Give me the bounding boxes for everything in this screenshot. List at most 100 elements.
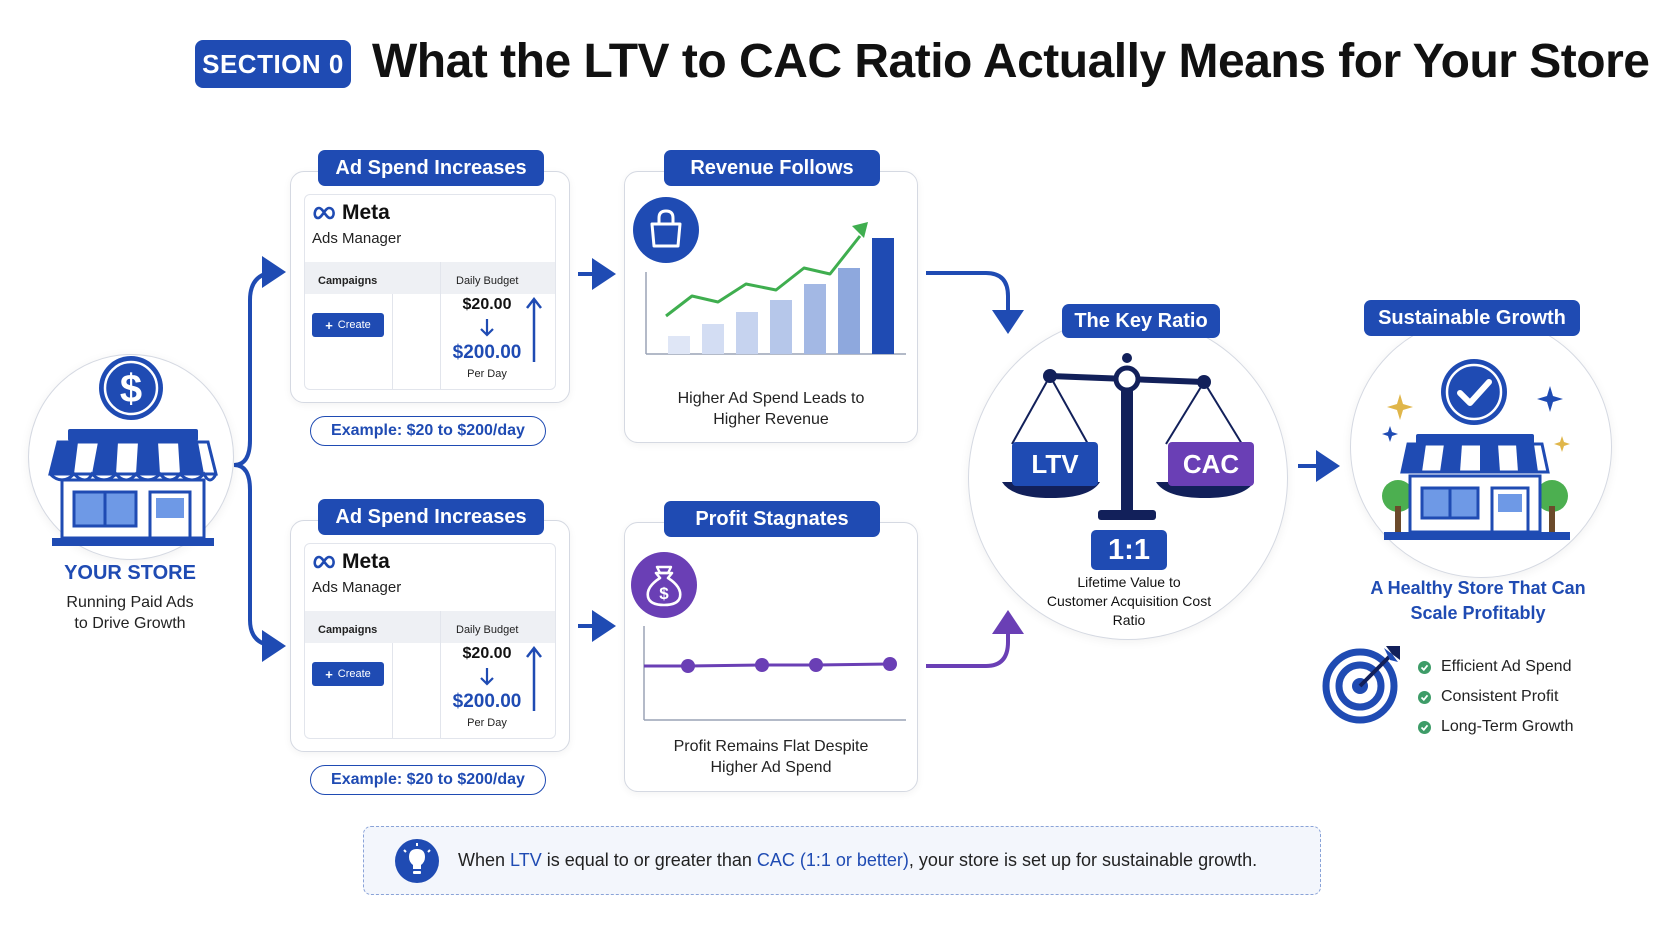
- top-example-pill: Example: $20 to $200/day: [310, 416, 546, 446]
- top-meta-brand: Meta: [342, 201, 390, 224]
- plus-icon: +: [325, 317, 333, 333]
- bottom-budget-down-arrow-icon: [480, 668, 494, 686]
- bottom-meta-product: Ads Manager: [312, 579, 402, 596]
- tip-ltv: LTV: [510, 850, 542, 870]
- bottom-per-day: Per Day: [467, 717, 507, 729]
- top-grid-divider: [440, 262, 441, 389]
- meta-infinity-icon: [313, 555, 335, 569]
- arrow-profit-to-ratio: [926, 610, 1024, 668]
- revenue-growth-chart: [645, 222, 906, 355]
- profit-title: Profit Stagnates: [664, 501, 880, 537]
- store-branch-arrow-top: [233, 256, 286, 467]
- top-col-campaigns: Campaigns: [318, 275, 378, 287]
- svg-text:$: $: [659, 584, 669, 603]
- check-icon: [1418, 690, 1431, 704]
- revenue-bar: [702, 324, 724, 354]
- tip-box: When LTV is equal to or greater than CAC…: [363, 826, 1321, 895]
- top-grid-divider-2: [392, 294, 393, 389]
- arrow-revenue-to-ratio: [926, 271, 1024, 334]
- tip-cac-rule: CAC (1:1 or better): [756, 850, 909, 870]
- bottom-create-button[interactable]: + Create: [312, 662, 384, 686]
- top-col-daily-budget: Daily Budget: [456, 275, 519, 287]
- check-item-efficient-ad-spend: Efficient Ad Spend: [1418, 652, 1574, 682]
- shopping-bag-icon: [633, 197, 699, 263]
- growth-headline-line1: A Healthy Store That Can: [1370, 578, 1586, 598]
- tip-text: When LTV is equal to or greater than CAC…: [458, 850, 1257, 871]
- check-label-3: Long-Term Growth: [1441, 718, 1574, 735]
- top-grid-header: [305, 262, 555, 294]
- ratio-caption-line3: Ratio: [1112, 612, 1146, 628]
- tip-part2: is equal to or greater than: [541, 850, 757, 870]
- top-increase-up-arrow-icon: [526, 296, 542, 362]
- bottom-budget-from: $20.00: [462, 645, 512, 662]
- svg-text:$: $: [120, 367, 142, 411]
- store-branch-arrow-bottom: [233, 463, 286, 662]
- profit-point: [755, 658, 769, 672]
- revenue-bar: [668, 336, 690, 354]
- bottom-col-daily-budget: Daily Budget: [456, 624, 519, 636]
- top-budget-to: $200.00: [452, 342, 522, 363]
- store-subtitle-line1: Running Paid Ads: [66, 594, 194, 611]
- top-meta-product: Ads Manager: [312, 230, 402, 247]
- ratio-caption: Lifetime Value to Customer Acquisition C…: [1034, 573, 1224, 630]
- revenue-caption: Higher Ad Spend Leads to Higher Revenue: [640, 388, 902, 430]
- growth-headline-line2: Scale Profitably: [1410, 603, 1546, 623]
- money-bag-icon: $: [631, 552, 697, 618]
- ratio-caption-line2: Customer Acquisition Cost: [1046, 593, 1212, 609]
- section-badge: SECTION 0: [195, 40, 351, 88]
- growth-checklist: Efficient Ad Spend Consistent Profit Lon…: [1418, 652, 1574, 742]
- top-per-day: Per Day: [467, 368, 507, 380]
- bottom-meta-brand: Meta: [342, 550, 390, 573]
- top-create-button[interactable]: + Create: [312, 313, 384, 337]
- revenue-trend-arrowhead: [852, 222, 868, 238]
- top-budget-from: $20.00: [462, 296, 512, 313]
- revenue-bar: [838, 268, 860, 354]
- check-item-long-term-growth: Long-Term Growth: [1418, 712, 1574, 742]
- bottom-grid-divider-2: [392, 643, 393, 738]
- revenue-bar: [736, 312, 758, 354]
- bottom-grid-divider: [440, 611, 441, 738]
- revenue-caption-line2: Higher Revenue: [713, 411, 829, 428]
- profit-caption-line2: Higher Ad Spend: [710, 759, 832, 776]
- revenue-bar: [770, 300, 792, 354]
- profit-caption: Profit Remains Flat Despite Higher Ad Sp…: [640, 736, 902, 778]
- store-subtitle-line2: to Drive Growth: [74, 615, 186, 632]
- meta-infinity-icon: [313, 206, 335, 220]
- check-item-consistent-profit: Consistent Profit: [1418, 682, 1574, 712]
- revenue-bar: [872, 238, 894, 354]
- check-label-2: Consistent Profit: [1441, 688, 1559, 705]
- cac-label: CAC: [1168, 442, 1254, 486]
- revenue-caption-line1: Higher Ad Spend Leads to: [677, 390, 865, 407]
- check-icon: [1418, 720, 1431, 734]
- profit-flat-chart: [643, 626, 906, 721]
- bottom-col-campaigns: Campaigns: [318, 624, 378, 636]
- top-ad-spend-title: Ad Spend Increases: [318, 150, 544, 186]
- store-subtitle: Running Paid Ads to Drive Growth: [40, 592, 220, 634]
- target-icon: [1322, 646, 1400, 724]
- balance-scale-icon: [1002, 353, 1254, 520]
- top-create-label: Create: [337, 319, 371, 331]
- dollar-storefront-icon: $: [48, 356, 218, 546]
- store-title: YOUR STORE: [64, 562, 196, 584]
- ratio-value: 1:1: [1091, 530, 1167, 570]
- ratio-title: The Key Ratio: [1062, 304, 1220, 338]
- bottom-create-label: Create: [337, 668, 371, 680]
- ratio-caption-line1: Lifetime Value to: [1077, 574, 1181, 590]
- profit-point: [809, 658, 823, 672]
- revenue-bar: [804, 284, 826, 354]
- growth-title: Sustainable Growth: [1364, 300, 1580, 336]
- growth-headline: A Healthy Store That Can Scale Profitabl…: [1360, 576, 1596, 626]
- lightbulb-icon: [395, 838, 439, 883]
- healthy-storefront-icon: [1382, 359, 1570, 540]
- profit-point: [681, 659, 695, 673]
- check-icon: [1418, 660, 1431, 674]
- revenue-title: Revenue Follows: [664, 150, 880, 186]
- revenue-trend-line: [665, 235, 862, 318]
- bottom-grid-header: [305, 611, 555, 643]
- bottom-example-pill: Example: $20 to $200/day: [310, 765, 546, 795]
- check-label-1: Efficient Ad Spend: [1441, 658, 1572, 675]
- top-budget-down-arrow-icon: [480, 319, 494, 337]
- plus-icon: +: [325, 666, 333, 682]
- profit-point: [883, 657, 897, 671]
